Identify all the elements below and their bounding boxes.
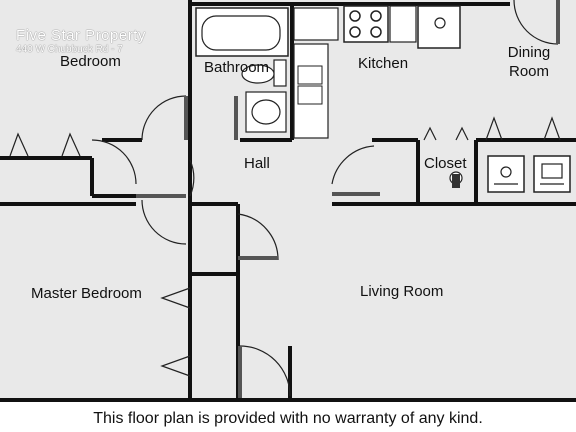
kitchen-counter [293,7,339,139]
water-heater [449,171,463,188]
room-label-bathroom: Bathroom [204,59,270,76]
disclaimer-caption: This floor plan is provided with no warr… [93,410,483,427]
counter-segment [389,5,417,43]
room-label-living-room: Living Room [360,283,444,300]
room-label-hall: Hall [244,155,270,172]
washer [487,155,525,193]
closet-doors [9,116,561,377]
door-swings [91,0,559,397]
room-label-dining: Dining Room [507,44,551,80]
watermark-brand: Five Star Property [16,27,146,44]
room-label-kitchen: Kitchen [358,55,409,72]
room-label-bedroom: Bedroom [60,53,121,70]
watermark-address: 440 W Chubbuck Rd - 7 [16,44,123,55]
door-leaves [136,0,560,398]
floor-fill [0,0,576,402]
refrigerator [417,5,461,49]
room-label-master-bedroom: Master Bedroom [31,285,142,302]
bathroom-sink [245,91,287,133]
room-label-closet: Closet [424,155,467,172]
bathtub [195,7,289,57]
stove [343,5,389,43]
walls [0,0,576,402]
toilet [241,59,287,87]
dryer [533,155,571,193]
watermark: Five Star Property 440 W Chubbuck Rd - 7 [16,28,146,56]
